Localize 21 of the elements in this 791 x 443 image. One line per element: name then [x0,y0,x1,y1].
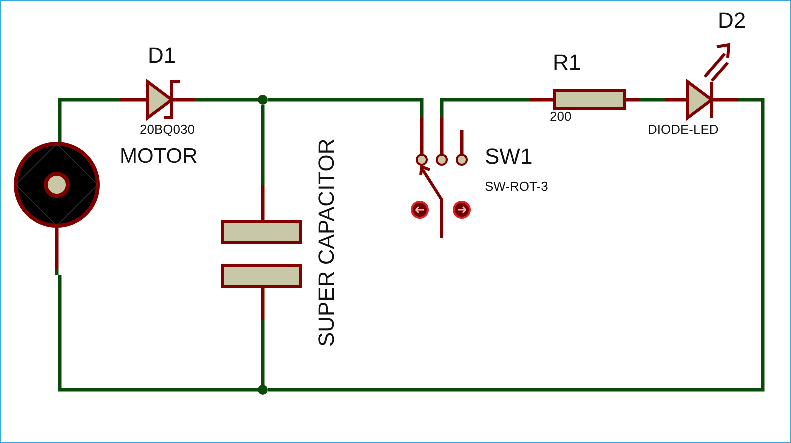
component-value: SW-ROT-3 [485,180,548,193]
component-value: 200 [550,110,572,123]
wire [218,98,258,102]
component-label: SUPER CAPACITOR [316,137,338,349]
wire [268,98,424,118]
wire [261,105,265,120]
wire [440,98,530,118]
component-value: 20BQ030 [140,123,195,136]
wire [268,98,765,392]
junction-dot [258,385,268,395]
component-label: D2 [718,10,746,32]
component-label: SW1 [485,146,533,168]
junction-dot [258,95,268,105]
component-label: R1 [553,52,582,74]
wire [58,275,258,392]
wire [58,98,120,142]
component-label: D1 [148,45,176,67]
component-value: DIODE-LED [648,123,719,136]
component-label: MOTOR [120,146,198,167]
wire [261,365,265,385]
wire [640,98,645,102]
